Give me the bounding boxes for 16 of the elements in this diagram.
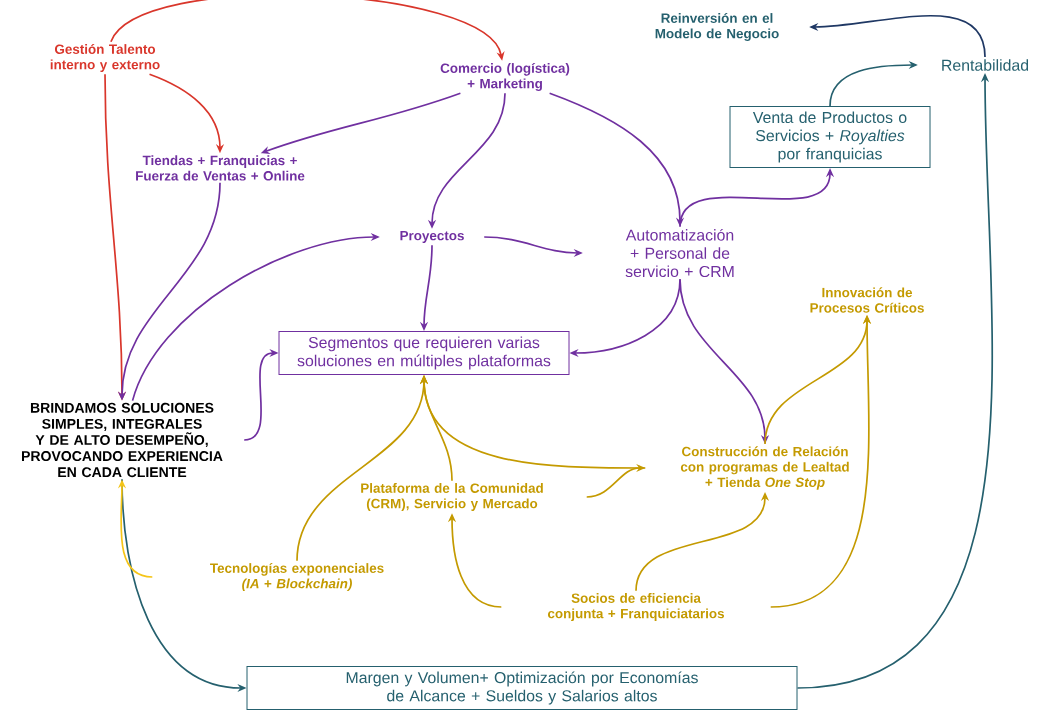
heading-text: Comercio (logística) + Marketing — [440, 62, 570, 92]
label-text: Automatización + Personal de servicio + CRM — [625, 228, 734, 278]
process-box: Venta de Productos o Servicios + Royalties por franquicias — [729, 105, 931, 169]
label-text: Rentabilidad — [942, 59, 1029, 71]
heading-text: Tiendas + Franquicias + Fuerza de Ventas + Online — [136, 155, 305, 181]
heading-text: Tecnologías exponenciales (IA + Blockchain) — [210, 563, 384, 591]
heading-text: Socios de eficiencia conjunta + Franquiciatarios — [548, 593, 724, 621]
heading-text: Proyectos — [400, 231, 464, 243]
heading-text: BRINDAMOS SOLUCIONES SIMPLES, INTEGRALES Y DE ALTO DESEMPEÑO, PROVOCANDO EXPERIENCIA EN CADA CLIENTE — [22, 402, 223, 478]
heading-text: Innovación de Procesos Críticos — [810, 287, 924, 313]
heading-text: Plataforma de la Comunidad (CRM), Servicio y Mercado — [361, 483, 543, 511]
process-box: Segmentos que requieren varias soluciones en múltiples plataformas — [278, 331, 570, 375]
heading-text: Gestión Talento interno y externo — [50, 43, 160, 72]
process-box: Margen y Volumen+ Optimización por Economías de Alcance + Sueldos y Salarios altos — [246, 665, 798, 711]
heading-text: Reinversión en el Modelo de Negocio — [655, 12, 779, 42]
heading-text: Construcción de Relación con programas de Lealtad + Tienda One Stop — [680, 446, 849, 490]
